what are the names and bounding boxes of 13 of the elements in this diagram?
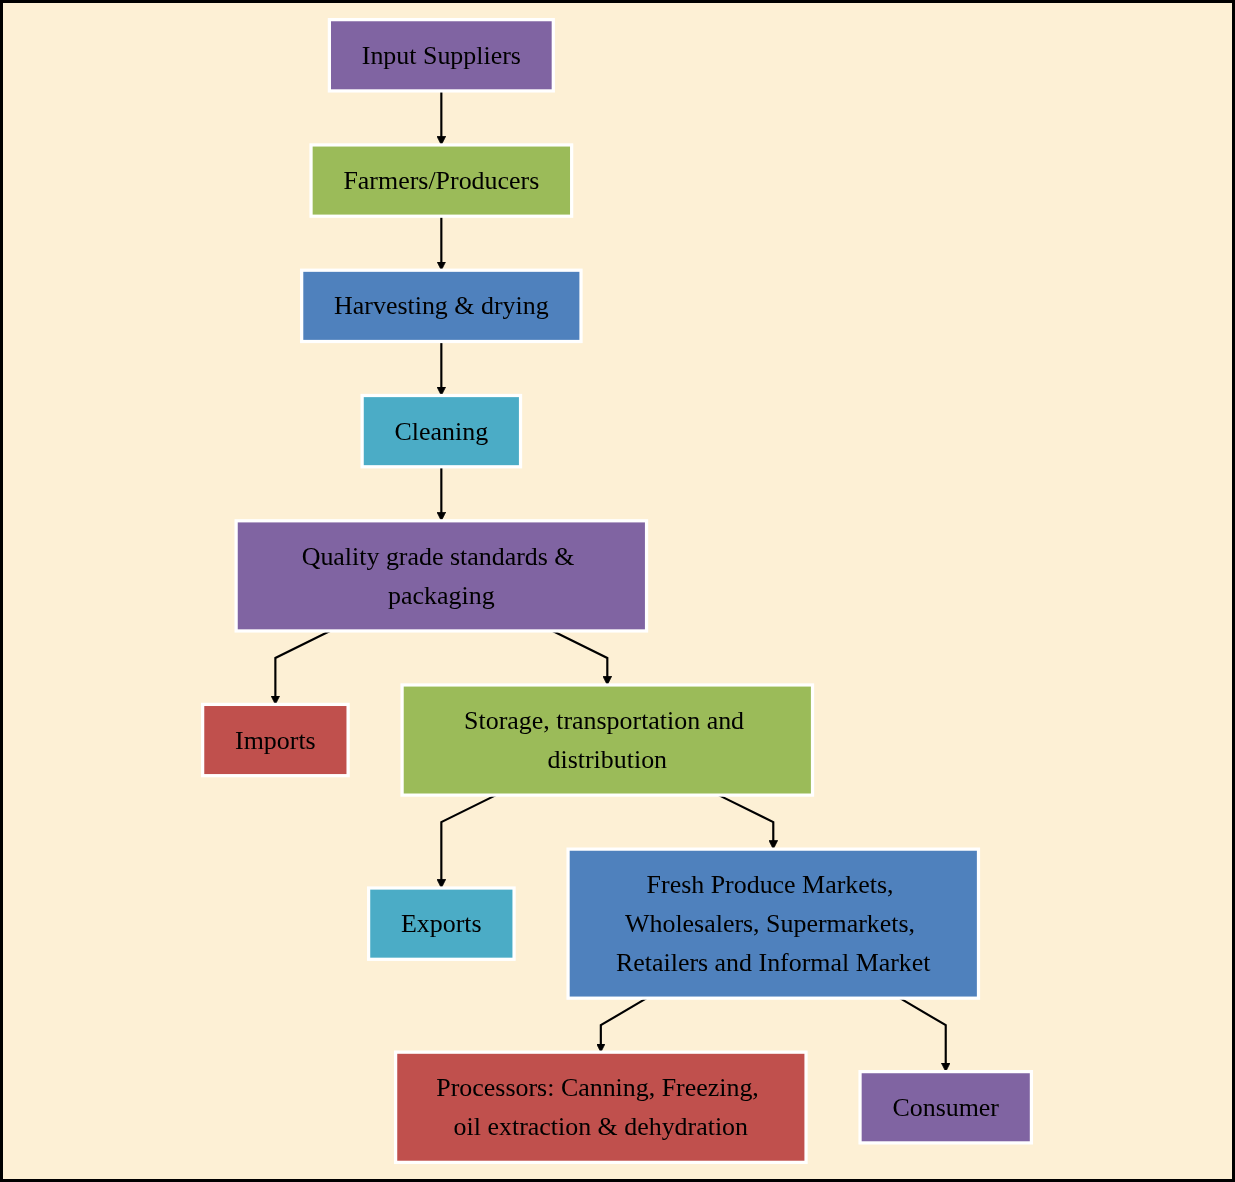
node-box: Farmers/Producers xyxy=(309,143,574,218)
arrow xyxy=(437,341,447,396)
node-box: Input Suppliers xyxy=(328,18,556,93)
node-box: Consumer xyxy=(858,1070,1034,1145)
arrow xyxy=(437,216,447,271)
node-box: Harvesting & drying xyxy=(300,268,584,344)
node-box: Quality grade standards & packaging xyxy=(235,519,649,633)
node-box: Imports xyxy=(201,702,351,778)
node-box: Fresh Produce Markets, Wholesalers, Supermarkets, Retailers and Informal Market xyxy=(566,847,981,1000)
node-box: Exports xyxy=(367,886,517,961)
node-box: Cleaning xyxy=(361,393,523,469)
node-box: Storage, transportation and distribution xyxy=(400,683,815,797)
node-box: Processors: Canning, Freezing, oil extraction & dehydration xyxy=(394,1050,809,1164)
